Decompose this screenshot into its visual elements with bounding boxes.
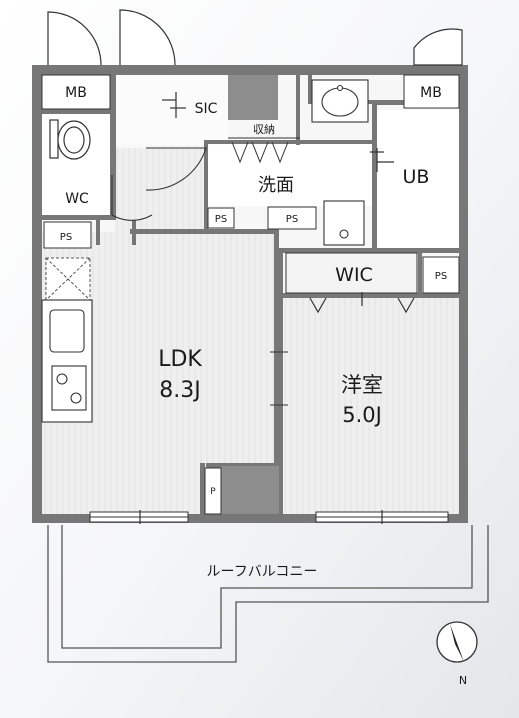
sic-door — [162, 92, 186, 118]
balcony-outline — [47, 525, 489, 663]
toilet-fixture — [49, 119, 91, 160]
compass-label: N — [459, 674, 467, 687]
pipe-shaft — [228, 75, 278, 120]
ps-label-2: PS — [215, 214, 227, 225]
washing-machine-pan — [323, 200, 365, 246]
washroom-room — [206, 140, 372, 206]
fridge-space — [45, 257, 91, 301]
ps-label-5: P — [210, 487, 216, 497]
ps-box-5 — [204, 467, 222, 515]
ub-room — [376, 110, 459, 248]
ps-box-1 — [43, 221, 92, 249]
mb-right-label: MB — [420, 85, 442, 101]
wic-label: WIC — [335, 264, 373, 286]
ps-label-4: PS — [435, 271, 447, 282]
bedroom-window — [315, 510, 449, 524]
mb-left-box — [41, 74, 111, 110]
hall-door — [145, 147, 207, 191]
washroom-label: 洗面 — [258, 175, 294, 196]
ub-label: UB — [403, 166, 430, 188]
balcony-label: ルーフバルコニー — [207, 564, 318, 580]
entrance-room — [116, 75, 228, 145]
bedroom-sliding-door — [270, 351, 288, 406]
storage-doors — [228, 137, 300, 164]
ps-label-1: PS — [60, 232, 72, 243]
bedroom-name-label: 洋室 — [341, 373, 383, 397]
kitchen-sink — [49, 309, 85, 353]
ps-box-4 — [422, 256, 460, 294]
ps-label-3: PS — [286, 214, 298, 225]
pipe-shaft-lower — [221, 466, 279, 514]
ub-door — [370, 148, 394, 172]
ldk-window — [89, 510, 189, 524]
bedroom-size-label: 5.0J — [342, 403, 382, 427]
sic-label: SIC — [195, 101, 218, 117]
wc-label: WC — [65, 191, 89, 207]
ldk-size-label: 8.3J — [159, 378, 200, 403]
entry-doors — [47, 9, 463, 66]
mb-right-box — [403, 74, 460, 109]
wic-doors — [309, 292, 415, 314]
wc-door — [111, 175, 153, 221]
wash-basin — [311, 79, 369, 123]
balcony-inner-outline — [61, 525, 473, 649]
ldk-name-label: LDK — [158, 347, 202, 372]
ps-box-3 — [267, 206, 317, 230]
ps-box-2 — [207, 207, 235, 229]
wic-closet — [285, 252, 418, 294]
mb-left-label: MB — [65, 85, 87, 101]
bedroom-floor — [284, 298, 459, 514]
cooktop — [51, 365, 87, 411]
compass-icon — [436, 621, 478, 663]
hall-floor — [115, 148, 205, 232]
storage-label: 収納 — [253, 123, 275, 136]
